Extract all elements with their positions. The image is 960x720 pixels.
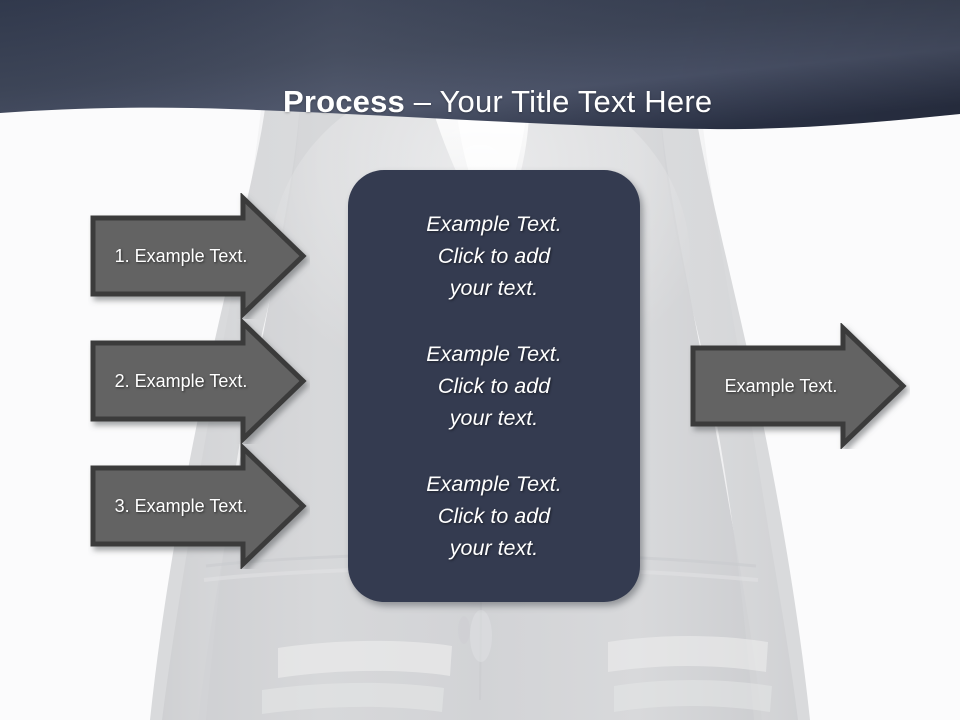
process-arrow-2[interactable]: 2. Example Text. — [88, 317, 310, 445]
center-paragraph-2: Example Text. Click to add your text. — [426, 342, 562, 430]
arrow-right-icon — [90, 442, 307, 570]
arrow-right-icon — [90, 192, 307, 320]
page-title-rest: – Your Title Text Here — [404, 84, 713, 119]
center-paragraph-1: Example Text. Click to add your text. — [426, 212, 562, 300]
process-arrow-1[interactable]: 1. Example Text. — [88, 192, 310, 320]
page-title-bold: Process — [282, 84, 405, 119]
center-content-box[interactable]: Example Text. Click to add your text. Ex… — [348, 170, 640, 602]
center-paragraph-3: Example Text. Click to add your text. — [426, 472, 562, 560]
page-title: Process – Your Title Text Here — [0, 48, 960, 156]
process-arrow-3[interactable]: 3. Example Text. — [88, 442, 310, 570]
arrow-right-icon — [90, 317, 307, 445]
process-output-arrow[interactable]: Example Text. — [688, 322, 910, 450]
header-band — [0, 0, 960, 130]
arrow-right-icon — [690, 322, 907, 450]
